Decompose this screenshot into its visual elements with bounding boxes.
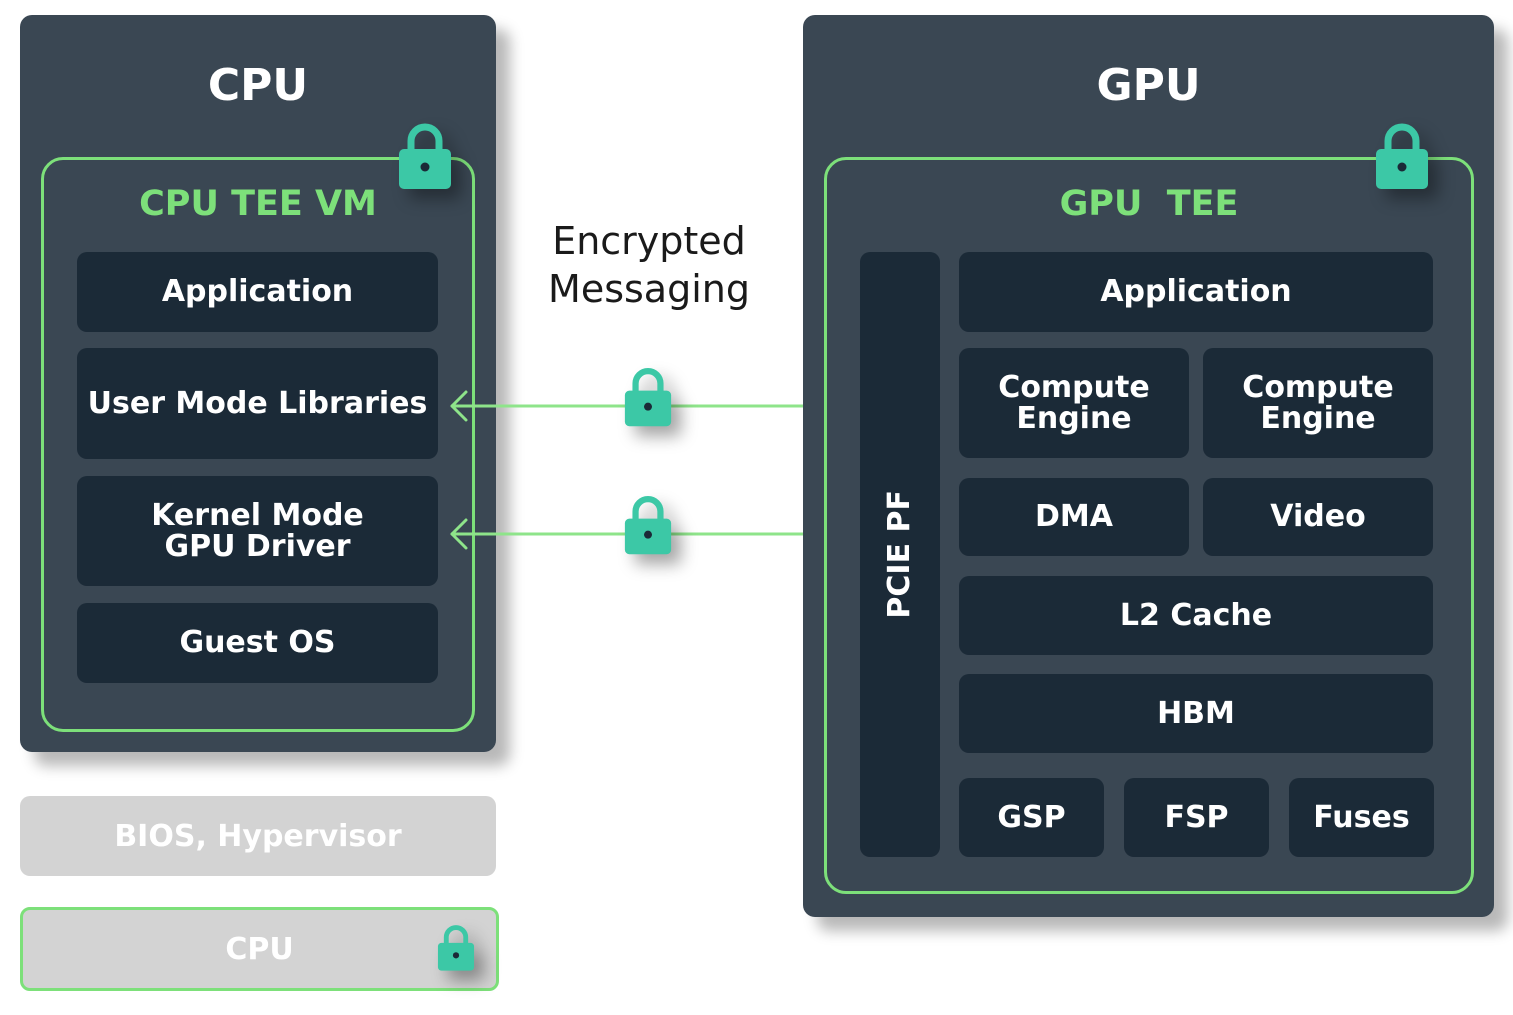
gpu-title: GPU bbox=[1096, 60, 1201, 111]
lock-icon bbox=[621, 492, 675, 556]
l2-cache-block: L2 Cache bbox=[959, 576, 1433, 655]
lock-icon bbox=[395, 119, 455, 191]
lock-icon bbox=[1372, 119, 1432, 191]
gpu-tee-box bbox=[824, 157, 1474, 894]
cpu-hardware-box: CPU bbox=[20, 907, 499, 991]
cpu-tee-vm-box bbox=[41, 157, 475, 732]
bios-hypervisor-box: BIOS, Hypervisor bbox=[20, 796, 496, 876]
fsp-block: FSP bbox=[1124, 778, 1269, 857]
cpu-title: CPU bbox=[207, 60, 309, 111]
cpu-application-block: Application bbox=[77, 252, 438, 332]
lock-icon bbox=[435, 922, 477, 972]
user-mode-libraries-block: User Mode Libraries bbox=[77, 348, 438, 459]
video-block: Video bbox=[1203, 478, 1433, 556]
gsp-block: GSP bbox=[959, 778, 1104, 857]
hbm-block: HBM bbox=[959, 674, 1433, 753]
fuses-block: Fuses bbox=[1289, 778, 1434, 857]
cpu-tee-title: CPU TEE VM bbox=[139, 184, 377, 224]
dma-block: DMA bbox=[959, 478, 1189, 556]
encrypted-messaging-caption: Encrypted Messaging bbox=[548, 219, 750, 311]
gpu-application-block: Application bbox=[959, 252, 1433, 332]
lock-icon bbox=[621, 364, 675, 428]
gpu-tee-title: GPU TEE bbox=[1059, 184, 1239, 224]
guest-os-block: Guest OS bbox=[77, 603, 438, 683]
pcie-pf-block: PCIE PF bbox=[860, 252, 940, 857]
